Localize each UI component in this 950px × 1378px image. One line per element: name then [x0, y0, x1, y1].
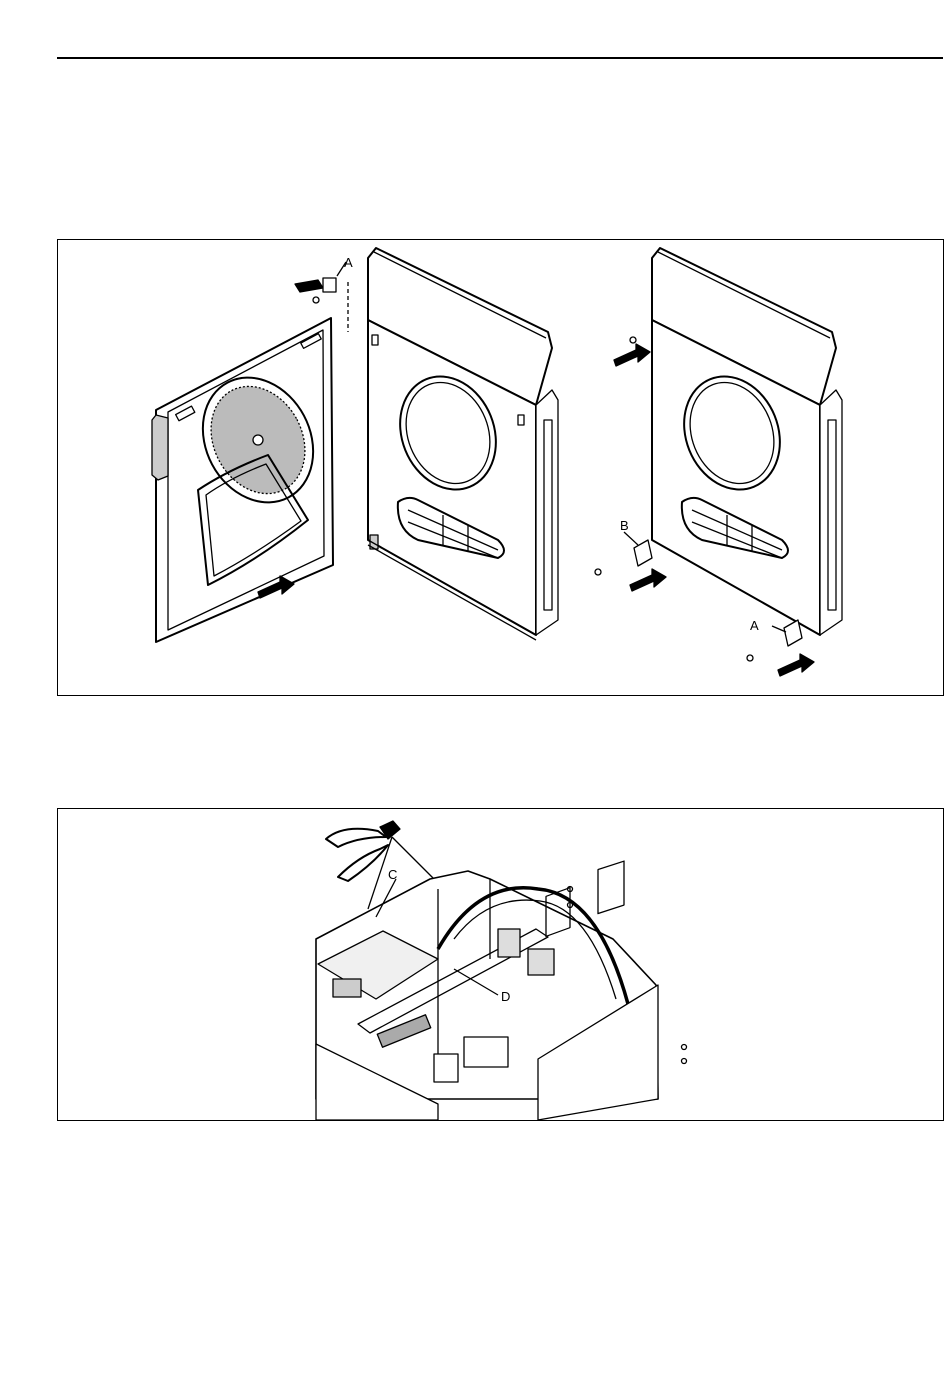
- interior-wiring-illustration: C D: [58, 809, 943, 1120]
- figure-interior-wiring: C D: [57, 808, 944, 1121]
- callout-c: C: [388, 867, 397, 882]
- header-rule: [57, 57, 943, 59]
- figure-panel-removal: A B A: [57, 239, 944, 696]
- callout-b: B: [620, 518, 629, 533]
- callout-a-left: A: [344, 255, 353, 270]
- callout-d: D: [501, 989, 510, 1004]
- door-panel: [152, 318, 334, 642]
- hinge-bracket-a: [295, 262, 348, 332]
- callout-a-right: A: [750, 618, 759, 633]
- panel-removal-illustration: A B A: [58, 240, 943, 695]
- cabinet-front-right-view: [595, 248, 842, 676]
- cabinet-front-left-view: [368, 248, 558, 640]
